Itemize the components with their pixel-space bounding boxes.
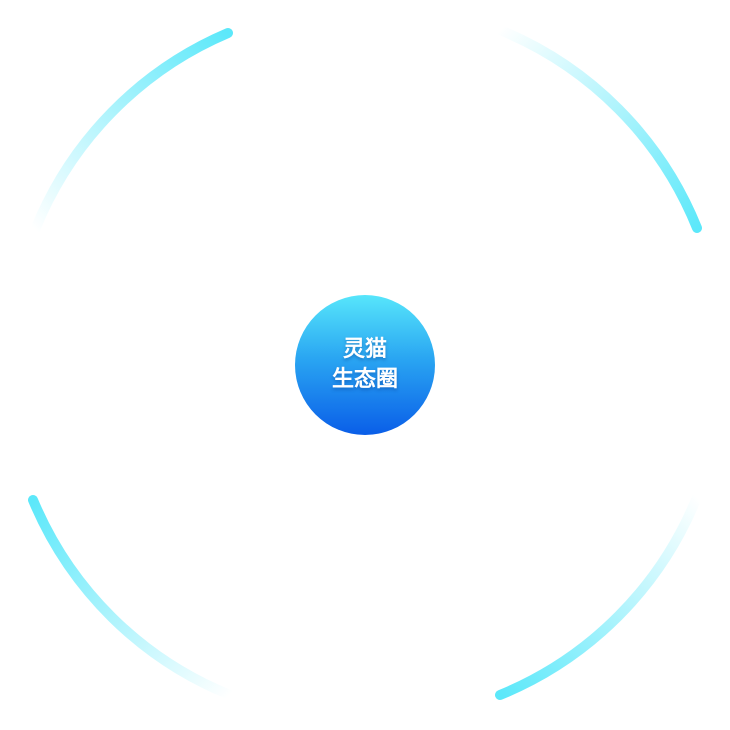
arc-top-left [30, 28, 233, 235]
ecosystem-hub: 灵猫 生态圈 [295, 295, 435, 435]
arc-bottom-left [28, 495, 235, 700]
arc-top-right [495, 25, 702, 233]
hub-title-line1: 灵猫 [342, 337, 387, 362]
hub-title-line2: 生态圈 [331, 367, 398, 392]
arc-bottom-right [495, 492, 702, 700]
